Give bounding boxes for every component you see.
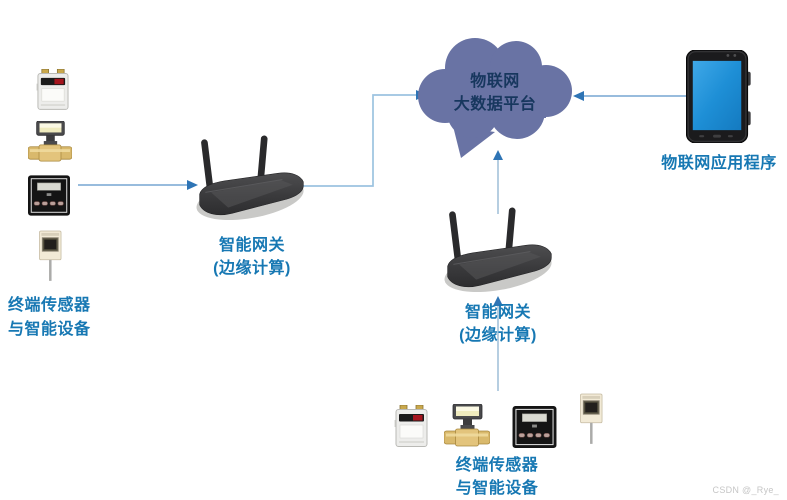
flow-meter-icon [444,404,490,448]
cloud-label-line2: 大数据平台 [453,96,537,113]
arrow-bottom-sensors-to-gateway2 [493,296,503,391]
tablet-label: 物联网应用程序 [652,152,786,175]
gateway1-label-line2: (边缘计算) [213,260,291,277]
gateway2-label: 智能网关 (边缘计算) [432,301,564,347]
cloud-label: 物联网 大数据平台 [429,70,561,116]
bottom-sensors-label: 终端传感器 与智能设备 [432,454,562,500]
left-sensors-label-line1: 终端传感器 [8,297,91,314]
tablet-icon [686,50,752,143]
gateway1-label: 智能网关 (边缘计算) [186,234,318,280]
bottom-sensors-label-line2: 与智能设备 [455,480,539,497]
arrow-gateway1-to-cloud [303,90,427,187]
temperature-sensor-icon [580,392,603,444]
temperature-sensor-icon [39,229,62,281]
watermark-text: CSDN @_Rye_ [712,485,779,495]
arrow-tablet-to-cloud [573,91,687,101]
gas-meter-icon [394,405,428,447]
gateway1-label-line1: 智能网关 [218,237,285,254]
arrow-gateway2-to-cloud [493,150,503,214]
cloud-label-line1: 物联网 [470,73,520,90]
gas-meter-icon [36,69,69,110]
bottom-sensors-label-line1: 终端传感器 [455,457,539,474]
gateway2-label-line1: 智能网关 [464,304,531,321]
control-panel-icon [512,406,557,448]
router-icon [440,205,558,299]
left-sensors-label: 终端传感器 与智能设备 [8,294,91,342]
cloud-shape [418,38,572,158]
tablet-label-text: 物联网应用程序 [661,155,777,172]
router-icon [192,133,310,227]
gateway2-label-line2: (边缘计算) [459,327,537,344]
left-sensors-label-line2: 与智能设备 [8,321,91,338]
control-panel-icon [28,175,70,216]
flow-meter-icon [28,121,72,163]
arrow-left-sensors-to-gateway1 [78,180,198,190]
